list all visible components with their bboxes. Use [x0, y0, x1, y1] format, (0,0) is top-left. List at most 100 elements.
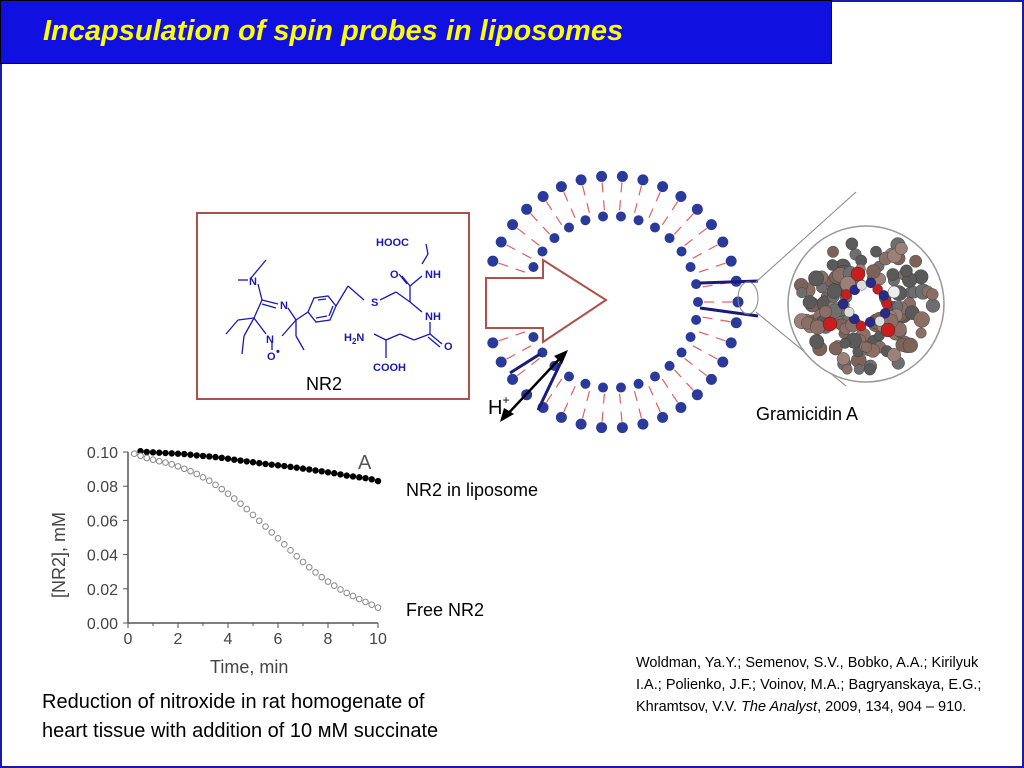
lipid-tail [686, 213, 694, 222]
free-point [293, 553, 301, 560]
caption-line-2: heart tissue with addition of 10 мM succ… [42, 720, 439, 742]
free-point [230, 495, 238, 502]
free-point [318, 573, 326, 581]
atom-o-1: O [390, 269, 399, 281]
x-tick-label: 2 [174, 631, 183, 648]
slide-title: Incapsulation of spin probes in liposome… [43, 15, 624, 47]
lipid-tail [684, 358, 693, 366]
liposome-point [224, 455, 232, 462]
liposome-point [156, 449, 163, 456]
y-tick-label: 0.08 [87, 479, 118, 496]
atom-sphere [909, 254, 922, 268]
chart-points [130, 447, 382, 611]
x-tick-label: 0 [124, 631, 133, 648]
atom-sphere [863, 363, 876, 376]
x-tick-label: 6 [274, 631, 283, 648]
free-point [237, 500, 244, 507]
liposome-point [343, 472, 350, 479]
lipid-head-inner [633, 215, 644, 226]
lipid-head-outer [637, 174, 649, 186]
lipid-head-outer [521, 203, 533, 215]
lipid-head-outer [575, 418, 587, 430]
atom-n-amine: N [249, 276, 257, 288]
liposome-point [318, 468, 325, 475]
free-point [280, 541, 288, 548]
lipid-head-outer [507, 219, 519, 231]
atom-n-bottom: N [266, 334, 274, 346]
lipid-head-outer [705, 219, 717, 231]
lipid-head-inner [691, 279, 702, 290]
atom-sphere [826, 259, 839, 271]
free-point [155, 457, 163, 465]
y-tick-label: 0.00 [87, 616, 118, 633]
liposome-point [306, 466, 313, 473]
gramicidin-atoms [793, 237, 941, 376]
free-point [362, 598, 369, 606]
lipid-tail [586, 202, 590, 213]
x-tick-label: 8 [324, 631, 333, 648]
liposome-point [312, 467, 319, 474]
structure-box [196, 212, 470, 400]
lipid-head-inner [664, 233, 675, 244]
lipid-head-outer [487, 255, 499, 267]
lipid-tail [708, 244, 718, 251]
free-point [137, 452, 144, 460]
atom-sphere [900, 264, 913, 278]
lipid-head-inner [664, 360, 675, 371]
lipid-tail [498, 262, 509, 267]
free-point [212, 481, 219, 489]
lipid-tail [648, 386, 654, 396]
lipid-tail [515, 331, 526, 336]
lipid-tail [620, 182, 623, 193]
atom-o-radical: O [267, 351, 276, 363]
lipid-tail [638, 185, 643, 196]
lipid-head-outer [691, 389, 703, 401]
lipid-head-outer [675, 401, 687, 413]
lipid-tail [522, 345, 532, 352]
atom-s: S [371, 297, 378, 309]
lipid-bilayer [487, 170, 744, 434]
liposome-point [281, 462, 288, 470]
liposome-point [181, 450, 188, 458]
atom-sphere [802, 295, 817, 310]
atom-h2n: H2N [344, 332, 364, 346]
liposome-point [262, 460, 269, 468]
liposome-point [212, 453, 219, 461]
lipid-tail [686, 382, 694, 391]
lipid-tail [516, 227, 526, 235]
lipid-head-inner [528, 262, 539, 273]
free-point [287, 547, 294, 554]
lipid-tail [515, 268, 526, 273]
lipid-tail [634, 391, 638, 402]
lipid-tail [581, 185, 586, 196]
channel-left-2 [536, 359, 564, 411]
lipid-head-outer [657, 181, 669, 193]
lipid-tail [601, 411, 604, 422]
free-point [274, 535, 282, 542]
free-point [324, 578, 332, 585]
free-point [349, 592, 357, 600]
pore-atom [843, 306, 855, 318]
liposome-point [249, 459, 257, 466]
lipid-tail [648, 208, 654, 218]
liposome-point [268, 461, 275, 468]
liposome-point [349, 473, 357, 480]
atom-sphere [915, 327, 927, 339]
lipid-tail [698, 268, 709, 273]
atom-sphere [839, 337, 851, 349]
lipid-head-outer [616, 170, 628, 182]
oxygen-atom [880, 322, 896, 338]
atom-sphere [925, 298, 941, 313]
hydrogen-atom [887, 285, 901, 299]
lipid-head-outer [691, 203, 703, 215]
liposome-point [231, 456, 238, 463]
panel-letter: A [358, 452, 372, 474]
lipid-head-inner [685, 262, 696, 273]
free-point [224, 490, 232, 498]
liposome-point [237, 457, 244, 464]
lipid-tail [702, 316, 713, 320]
free-point [312, 569, 319, 576]
lipid-head-outer [675, 191, 687, 203]
x-tick-label: 4 [224, 631, 233, 648]
liposome-point [337, 471, 344, 478]
